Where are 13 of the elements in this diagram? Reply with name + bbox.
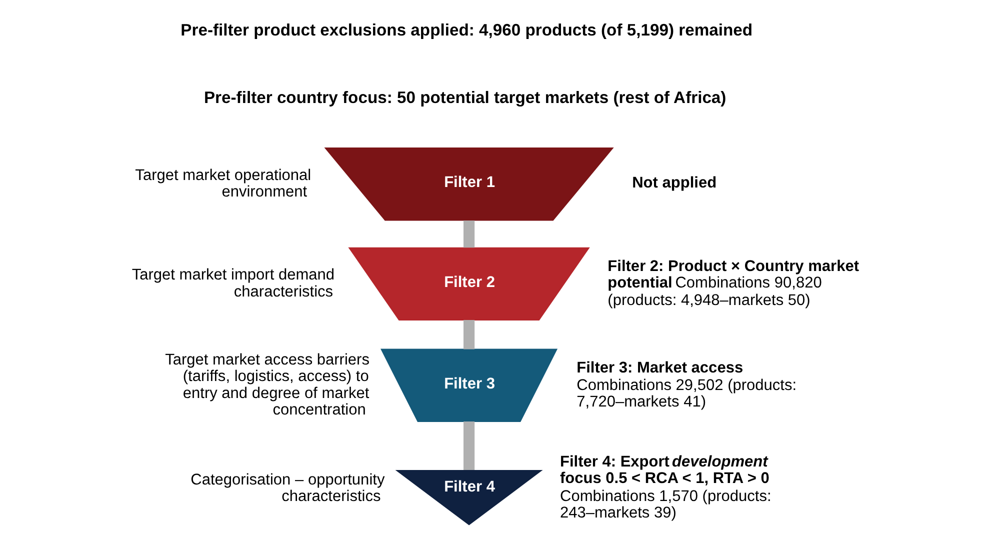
node-label: Categorisation – opportunity characteristics bbox=[190, 471, 384, 505]
label: Pre-filter product exclusions applied: 4,960 products (of 5,199) remained bbox=[180, 20, 752, 40]
connector bbox=[463, 320, 474, 350]
node-label: Not applied bbox=[632, 174, 716, 192]
node-label: Target market access barriers (tariffs, logistics, access) to entry and degree of market concentration bbox=[164, 352, 369, 418]
node-label: Target market import demand characteristics bbox=[131, 266, 334, 300]
node-label: Filter 4: Export development focus 0.5 < RCA < 1, RTA > 0 Combinations 1,570 (products: 243–markets 39) bbox=[559, 454, 771, 522]
connector bbox=[463, 422, 474, 470]
node-label: Filter 3: Market access Combinations 29,502 (products: 7,720–markets 41) bbox=[576, 359, 796, 411]
label: Pre-filter country focus: 50 potential target markets (rest of Africa) bbox=[203, 88, 726, 108]
node-label: Target market operational environment bbox=[134, 166, 311, 201]
connector bbox=[463, 220, 474, 248]
node-label: Filter 2: Product × Country market potential Combinations 90,820 (products: 4,948–markets 50) bbox=[607, 258, 859, 310]
